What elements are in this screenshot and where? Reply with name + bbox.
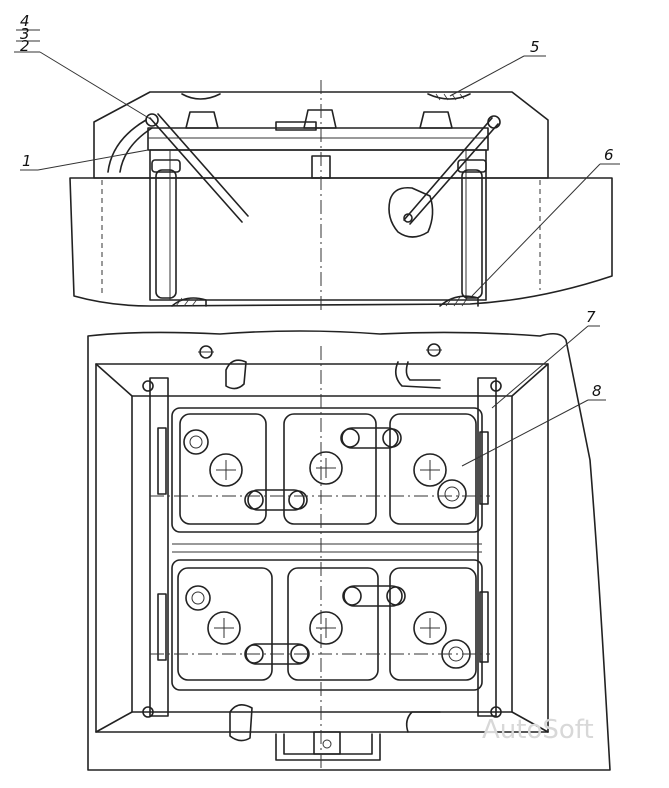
left-clamp-bar bbox=[149, 377, 169, 717]
battery-lower bbox=[171, 559, 483, 691]
watermark: AutoSoft bbox=[482, 715, 594, 745]
right-post bbox=[461, 169, 483, 299]
filler-caps-lower bbox=[207, 611, 447, 645]
cover-boss-right bbox=[427, 93, 471, 100]
vent-hose-plan-right bbox=[394, 361, 441, 389]
cover-boss-left bbox=[181, 93, 221, 100]
vent-hose-inner bbox=[119, 127, 153, 173]
filler-caps-upper bbox=[209, 451, 447, 487]
right-tie-rod bbox=[403, 117, 493, 221]
vent-hose-outer bbox=[107, 119, 147, 173]
left-tie-rod bbox=[149, 117, 243, 223]
compartment-outline bbox=[87, 330, 611, 771]
bottom-bracket bbox=[275, 733, 381, 761]
callout-4: 4 bbox=[20, 12, 30, 30]
callout-7: 7 bbox=[586, 308, 596, 326]
side-elevation-view bbox=[69, 80, 613, 312]
battery-upper bbox=[171, 407, 483, 533]
callout-1: 1 bbox=[22, 152, 32, 170]
plan-view bbox=[87, 330, 611, 771]
battery-box-cover bbox=[93, 91, 549, 179]
vent-hose-plan-bottom bbox=[229, 704, 253, 742]
battery-box-body bbox=[69, 177, 613, 307]
callout-2: 2 bbox=[20, 37, 30, 55]
terminals-upper bbox=[183, 427, 467, 511]
top-terminals bbox=[185, 109, 453, 131]
callout-8: 8 bbox=[592, 382, 602, 400]
foot-right bbox=[439, 295, 479, 307]
cutaway-view bbox=[388, 186, 434, 238]
callout-3: 3 bbox=[20, 25, 30, 43]
battery-top-plate bbox=[147, 127, 489, 151]
right-clamp-bar bbox=[477, 377, 497, 717]
callout-leaders bbox=[14, 29, 620, 467]
left-post bbox=[155, 169, 177, 299]
callout-5: 5 bbox=[530, 38, 540, 56]
battery-tray-outer bbox=[95, 363, 549, 733]
vent-hose-plan-left bbox=[225, 359, 247, 390]
terminals-lower bbox=[185, 585, 471, 669]
battery-casing bbox=[149, 149, 487, 301]
callout-6: 6 bbox=[604, 146, 614, 164]
bottom-fitting bbox=[313, 731, 341, 755]
